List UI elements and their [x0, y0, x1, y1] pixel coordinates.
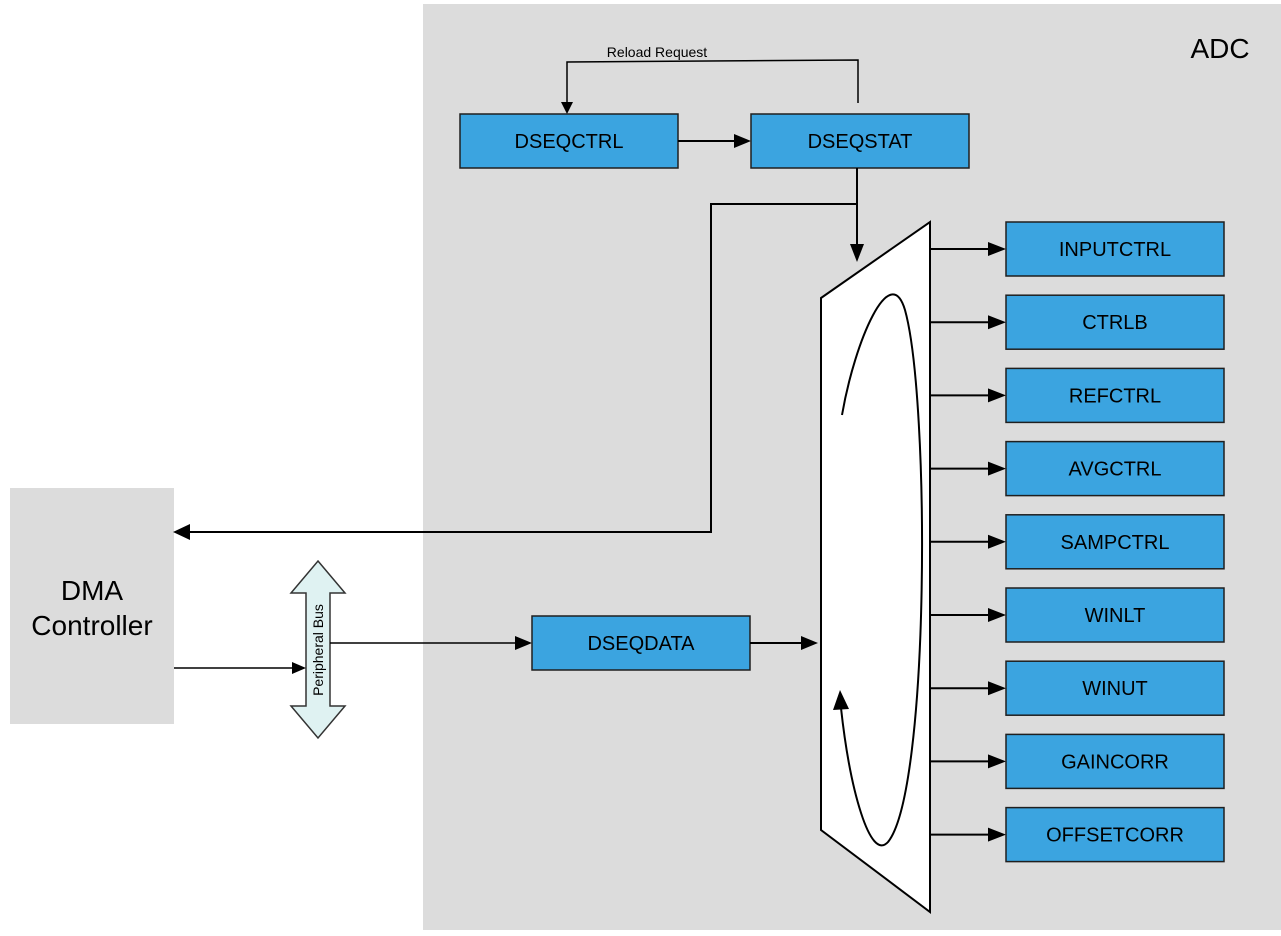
adc-label: ADC	[1190, 33, 1249, 64]
target-sampctrl: SAMPCTRL	[930, 514, 1225, 570]
refctrl-label: REFCTRL	[1069, 385, 1161, 407]
arrowhead	[988, 534, 1006, 549]
sampctrl-register	[1005, 514, 1225, 570]
dma-label-line1: DMA	[61, 575, 124, 606]
arrowhead	[988, 242, 1006, 256]
sampctrl-label: SAMPCTRL	[1061, 532, 1170, 554]
dseqctrl-to-dseqstat-arrow	[678, 134, 751, 148]
offsetcorr-label: OFFSETCORR	[1046, 825, 1184, 847]
peripheral-bus-label: Peripheral Bus	[310, 604, 326, 696]
target-avgctrl: AVGCTRL	[930, 440, 1225, 497]
target-gaincorr: GAINCORR	[930, 733, 1225, 790]
arrowhead	[988, 608, 1006, 622]
winlt-register	[1005, 587, 1225, 643]
dseqstat-to-mux-arrow	[850, 168, 864, 262]
peripheral-bus	[289, 559, 347, 740]
target-ctrlb: CTRLB	[930, 294, 1225, 350]
dma-label-line2: Controller	[31, 610, 152, 641]
dseqstat-register: DSEQSTAT	[750, 113, 970, 169]
dma-controller-block	[10, 488, 174, 724]
winut-register	[1005, 660, 1225, 716]
bus-to-dseqdata-arrow	[330, 636, 532, 650]
dma-to-bus-arrow	[174, 662, 306, 674]
sequencer-mux	[820, 220, 931, 915]
dseqdata-to-mux-arrow	[750, 636, 818, 650]
target-registers: INPUTCTRL CTRLB REFCTRL AVGCTRL SAMPCTRL WINL…	[930, 221, 1225, 863]
target-winut: WINUT	[930, 660, 1225, 716]
target-offsetcorr: OFFSETCORR	[930, 806, 1225, 863]
ctrlb-register	[1005, 294, 1225, 350]
arrowhead	[988, 754, 1006, 769]
target-winlt: WINLT	[930, 587, 1225, 643]
reload-request-connector	[561, 59, 859, 114]
dseqdata-register: DSEQDATA	[531, 615, 751, 671]
winlt-label: WINLT	[1085, 605, 1146, 627]
avgctrl-register	[1005, 440, 1225, 497]
inputctrl-label: INPUTCTRL	[1059, 239, 1171, 261]
dma-request-connector	[173, 203, 857, 540]
target-inputctrl: INPUTCTRL	[930, 221, 1225, 277]
arrowhead	[988, 388, 1006, 403]
refctrl-register	[1005, 367, 1225, 424]
arrowhead	[988, 461, 1006, 476]
arrowhead	[988, 315, 1006, 330]
cyclic-sequence-icon	[833, 293, 923, 847]
dseqctrl-register: DSEQCTRL	[459, 113, 679, 169]
target-refctrl: REFCTRL	[930, 367, 1225, 424]
reload-request-label: Reload Request	[607, 44, 708, 60]
offsetcorr-register	[1005, 806, 1225, 863]
gaincorr-label: GAINCORR	[1061, 751, 1169, 773]
arrowhead	[988, 681, 1006, 696]
winut-label: WINUT	[1082, 678, 1148, 700]
gaincorr-register	[1005, 733, 1225, 790]
dseqctrl-label: DSEQCTRL	[515, 131, 624, 153]
inputctrl-register	[1005, 221, 1225, 277]
avgctrl-label: AVGCTRL	[1069, 459, 1162, 481]
dseqdata-label: DSEQDATA	[587, 633, 695, 655]
ctrlb-label: CTRLB	[1082, 312, 1148, 334]
arrowhead	[988, 827, 1006, 842]
dseqstat-label: DSEQSTAT	[808, 131, 913, 153]
